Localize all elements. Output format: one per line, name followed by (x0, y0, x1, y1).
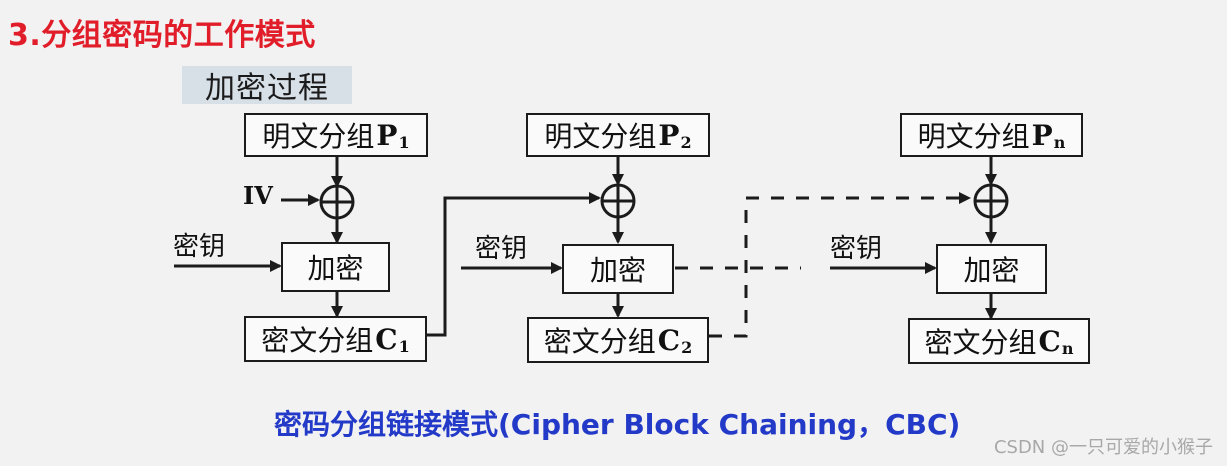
ciphertext-label-2: 密文分组 (543, 325, 656, 358)
plaintext-label-n: 明文分组 (917, 120, 1030, 153)
encrypt-block-2: 加密 (562, 244, 674, 294)
encrypt-label-1: 加密 (307, 252, 364, 285)
plaintext-var-2: P (658, 118, 680, 152)
c1-chain-arrow (426, 192, 601, 337)
xor-2-symbol (600, 183, 636, 219)
ciphertext-var-n: C (1038, 324, 1061, 358)
iv-label: IV (243, 181, 273, 210)
ciphertext-label-n: 密文分组 (924, 326, 1037, 359)
encrypt-block-1: 加密 (281, 242, 390, 292)
plaintext-sub-2: 2 (680, 132, 692, 152)
ciphertext-var-1: C (375, 322, 398, 356)
mode-title: 密码分组链接模式(Cipher Block Chaining，CBC) (274, 408, 961, 441)
plaintext-sub-n: n (1053, 132, 1066, 152)
plaintext-label-1: 明文分组 (262, 120, 375, 153)
key-label-n: 密钥 (830, 234, 883, 264)
section-label: 加密过程 (182, 66, 352, 106)
key-label-2: 密钥 (475, 234, 528, 264)
watermark: CSDN @一只可爱的小猴子 (993, 437, 1213, 458)
page-title: 3.分组密码的工作模式 (8, 18, 316, 53)
ciphertext-sub-n: n (1061, 338, 1074, 358)
c2-dashed-chain-arrow (709, 192, 971, 338)
plaintext-label-2: 明文分组 (544, 120, 657, 153)
xor-1-symbol (319, 184, 355, 220)
ciphertext-label-1: 密文分组 (261, 324, 374, 357)
encrypt-label-n: 加密 (963, 254, 1020, 287)
key-label-1: 密钥 (173, 232, 226, 262)
encrypt-label-2: 加密 (589, 254, 646, 287)
ciphertext-sub-2: 2 (681, 337, 693, 357)
encrypt-block-n: 加密 (936, 244, 1047, 294)
xor-n-symbol (973, 183, 1009, 219)
plaintext-var-1: P (376, 118, 398, 152)
ciphertext-sub-1: 1 (398, 336, 410, 356)
ciphertext-var-2: C (657, 323, 681, 357)
plaintext-var-n: P (1031, 118, 1053, 152)
plaintext-sub-1: 1 (398, 132, 410, 152)
